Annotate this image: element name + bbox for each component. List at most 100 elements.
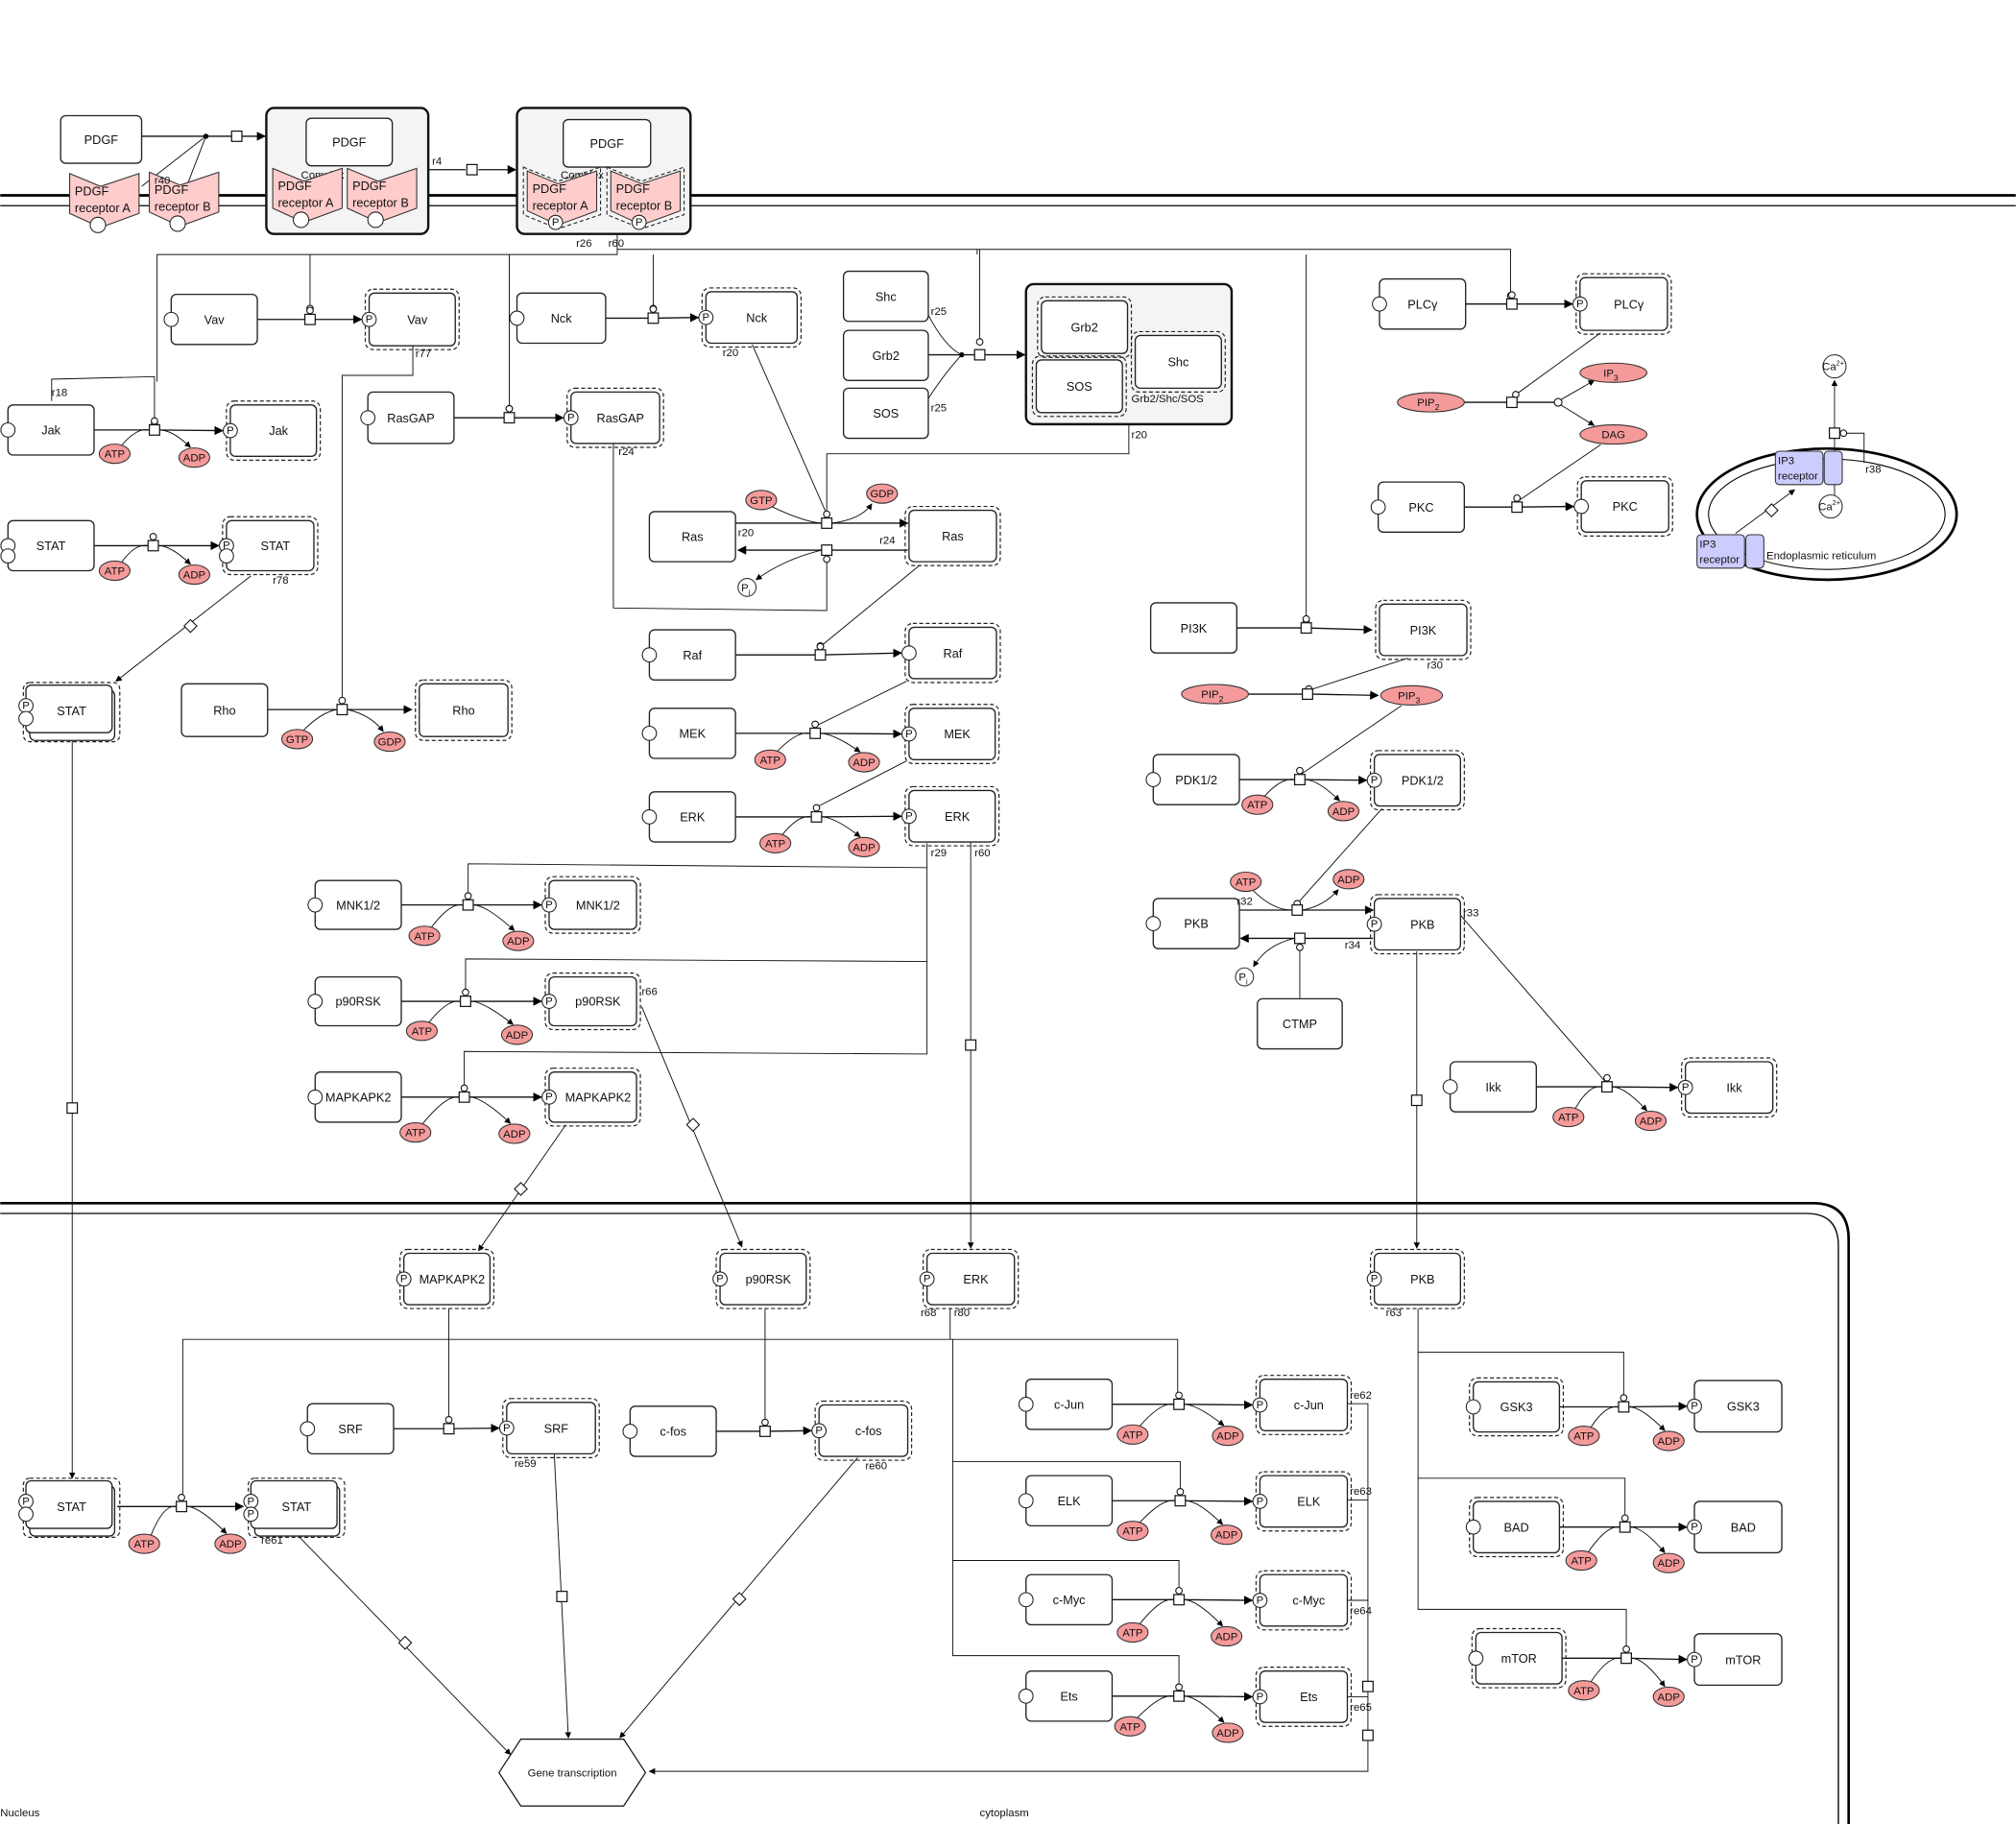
node-bad[interactable]: BAD <box>1465 1497 1565 1558</box>
adp-molecule[interactable]: ADP <box>214 1533 247 1554</box>
atp-molecule[interactable]: ATP <box>1565 1549 1597 1572</box>
phosphate-pi[interactable]: Pi <box>737 578 757 597</box>
adp-molecule[interactable]: ADP <box>848 836 880 857</box>
gdp-molecule[interactable]: GDP <box>373 732 406 753</box>
adp-molecule[interactable]: ADP <box>498 1123 531 1144</box>
adp-molecule[interactable]: ADP <box>1652 1430 1685 1452</box>
node-mek[interactable]: MEK <box>641 708 736 759</box>
node-stat[interactable]: STAT <box>0 519 95 572</box>
node-erk[interactable]: ERK <box>641 791 736 843</box>
node-pdk[interactable]: PDK1/2 <box>1145 754 1240 805</box>
node-shc[interactable]: Shc <box>842 270 929 323</box>
dag-molecule[interactable]: DAG <box>1579 423 1648 445</box>
adp-molecule[interactable]: ADP <box>178 447 211 468</box>
node-elk[interactable]: ELK <box>1018 1475 1114 1527</box>
node-cx3-grb2[interactable]: Grb2 <box>1037 296 1133 358</box>
node-rasgap[interactable]: RasGAP <box>360 391 455 444</box>
node-cx3-sos[interactable]: SOS <box>1031 355 1127 418</box>
atp-molecule[interactable]: ATP <box>1241 794 1274 815</box>
node-cmyc[interactable]: c-Myc <box>1018 1573 1114 1626</box>
adp-molecule[interactable]: ADP <box>1652 1686 1685 1708</box>
adp-molecule[interactable]: ADP <box>1212 1722 1244 1743</box>
node-pkb[interactable]: PKB <box>1145 898 1240 949</box>
adp-molecule[interactable]: ADP <box>1652 1552 1685 1573</box>
node-plcg[interactable]: PLCγ <box>1372 277 1467 330</box>
node-mtor[interactable]: mTOR <box>1468 1627 1567 1689</box>
adp-molecule[interactable]: ADP <box>848 752 880 773</box>
adp-molecule[interactable]: ADP <box>1211 1524 1243 1546</box>
node-sos[interactable]: SOS <box>842 387 929 440</box>
node-ras[interactable]: Ras <box>648 511 736 563</box>
phosphate-pi[interactable]: Pi <box>1235 967 1255 987</box>
adp-molecule[interactable]: ADP <box>1327 801 1360 822</box>
atp-molecule[interactable]: ATP <box>1552 1106 1585 1128</box>
node-pi3k[interactable]: PI3K <box>1149 602 1238 654</box>
node-cx2-pdgf[interactable]: PDGF <box>563 118 652 168</box>
node-gsk3[interactable]: GSK3 <box>1465 1377 1565 1437</box>
node-cjun[interactable]: c-Jun <box>1018 1379 1114 1430</box>
adp-molecule[interactable]: ADP <box>1212 1426 1244 1447</box>
atp-molecule[interactable]: ATP <box>98 560 132 582</box>
node-p90[interactable]: p90RSK <box>307 975 402 1027</box>
node-mnk[interactable]: MNK1/2 <box>307 879 402 930</box>
adp-molecule[interactable]: ADP <box>502 930 535 951</box>
node-pdk-p[interactable]: PDK1/2P <box>1366 750 1465 811</box>
node-cx1-pdgf[interactable]: PDGF <box>305 117 394 167</box>
atp-molecule[interactable]: ATP <box>408 925 441 947</box>
atp-molecule[interactable]: ATP <box>1230 871 1262 893</box>
adp-molecule[interactable]: ADP <box>500 1024 534 1045</box>
adp-molecule[interactable]: ADP <box>1211 1625 1243 1647</box>
node-jak[interactable]: Jak <box>0 404 95 456</box>
adp-molecule[interactable]: ADP <box>1634 1111 1668 1132</box>
node-ets[interactable]: Ets <box>1018 1669 1114 1722</box>
node-vav[interactable]: Vav <box>163 293 258 346</box>
node-nck[interactable]: Nck <box>509 292 607 345</box>
atp-molecule[interactable]: ATP <box>405 1020 439 1042</box>
atp-molecule[interactable]: ATP <box>1116 1521 1149 1542</box>
node-raf[interactable]: Raf <box>641 629 736 681</box>
atp-molecule[interactable]: ATP <box>1568 1680 1600 1701</box>
adp-molecule[interactable]: ADP <box>1332 869 1365 890</box>
node-pdgf-free[interactable]: PDGF <box>60 114 143 164</box>
atp-molecule[interactable]: ATP <box>1568 1426 1600 1447</box>
atp-molecule[interactable]: ATP <box>98 444 132 465</box>
gtp-molecule[interactable]: GTP <box>280 729 314 750</box>
atp-molecule[interactable]: ATP <box>1116 1424 1149 1445</box>
ca-ion-er[interactable]: Ca2+ <box>1818 493 1843 519</box>
node-mapkapk2[interactable]: MAPKAPK2 <box>307 1071 402 1123</box>
node-mnk-p[interactable]: MNK1/2P <box>541 876 641 934</box>
node-raf-a[interactable]: Raf <box>900 622 1001 684</box>
atp-molecule[interactable]: ATP <box>754 749 786 770</box>
